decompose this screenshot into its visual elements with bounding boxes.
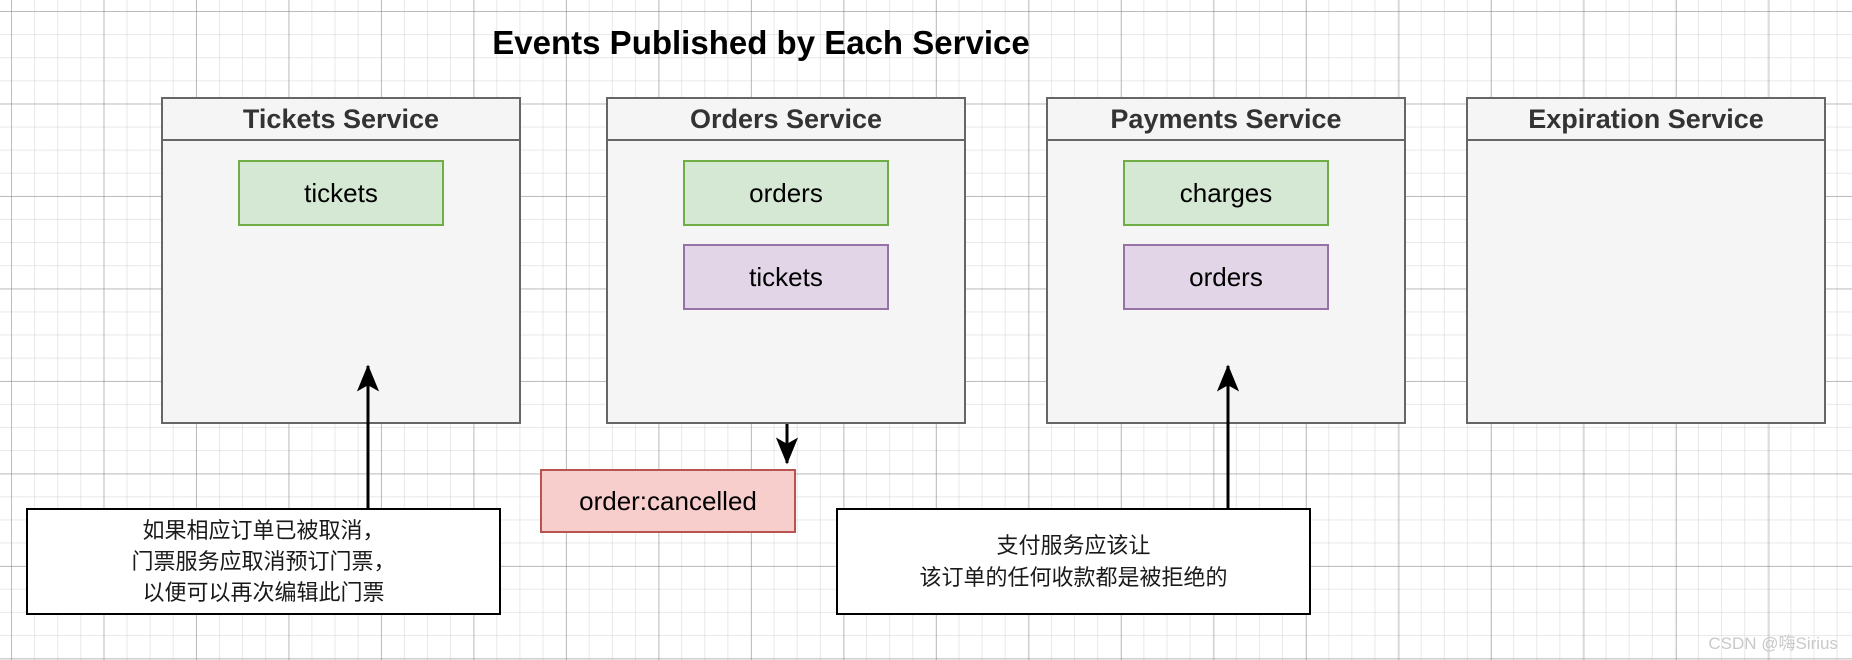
note-left-line-2: 门票服务应取消预订门票， — [131, 548, 396, 574]
service-box-tickets[interactable]: Tickets Service tickets — [161, 97, 521, 424]
note-left-line-3: 以便可以再次编辑此门票 — [142, 580, 385, 606]
note-box-payments-service[interactable]: 支付服务应该让 该订单的任何收款都是被拒绝的 — [836, 508, 1311, 615]
service-box-orders[interactable]: Orders Service orders tickets — [606, 97, 966, 424]
event-channel-charges[interactable]: charges — [1123, 160, 1329, 226]
event-channel-orders-listener[interactable]: orders — [1123, 244, 1329, 310]
event-channel-orders[interactable]: orders — [683, 160, 889, 226]
service-title-orders: Orders Service — [608, 99, 964, 141]
event-channel-tickets[interactable]: tickets — [238, 160, 444, 226]
service-box-expiration[interactable]: Expiration Service — [1466, 97, 1826, 424]
service-title-expiration: Expiration Service — [1468, 99, 1824, 141]
note-right-line-2: 该订单的任何收款都是被拒绝的 — [919, 564, 1228, 590]
service-body-tickets: tickets — [163, 141, 519, 422]
note-box-tickets-service[interactable]: 如果相应订单已被取消， 门票服务应取消预订门票， 以便可以再次编辑此门票 — [26, 508, 501, 615]
service-body-expiration — [1468, 141, 1824, 422]
service-title-payments: Payments Service — [1048, 99, 1404, 141]
note-right-line-1: 支付服务应该让 — [996, 533, 1151, 559]
watermark-csdn: CSDN @嗨Sirius — [1708, 634, 1838, 653]
note-left-line-1: 如果相应订单已被取消， — [142, 517, 385, 543]
service-body-payments: charges orders — [1048, 141, 1404, 422]
service-title-tickets: Tickets Service — [163, 99, 519, 141]
service-body-orders: orders tickets — [608, 141, 964, 422]
event-box-order-cancelled[interactable]: order:cancelled — [540, 469, 796, 533]
service-box-payments[interactable]: Payments Service charges orders — [1046, 97, 1406, 424]
event-channel-tickets-listener[interactable]: tickets — [683, 244, 889, 310]
page-title: Events Published by Each Service — [492, 24, 1030, 61]
